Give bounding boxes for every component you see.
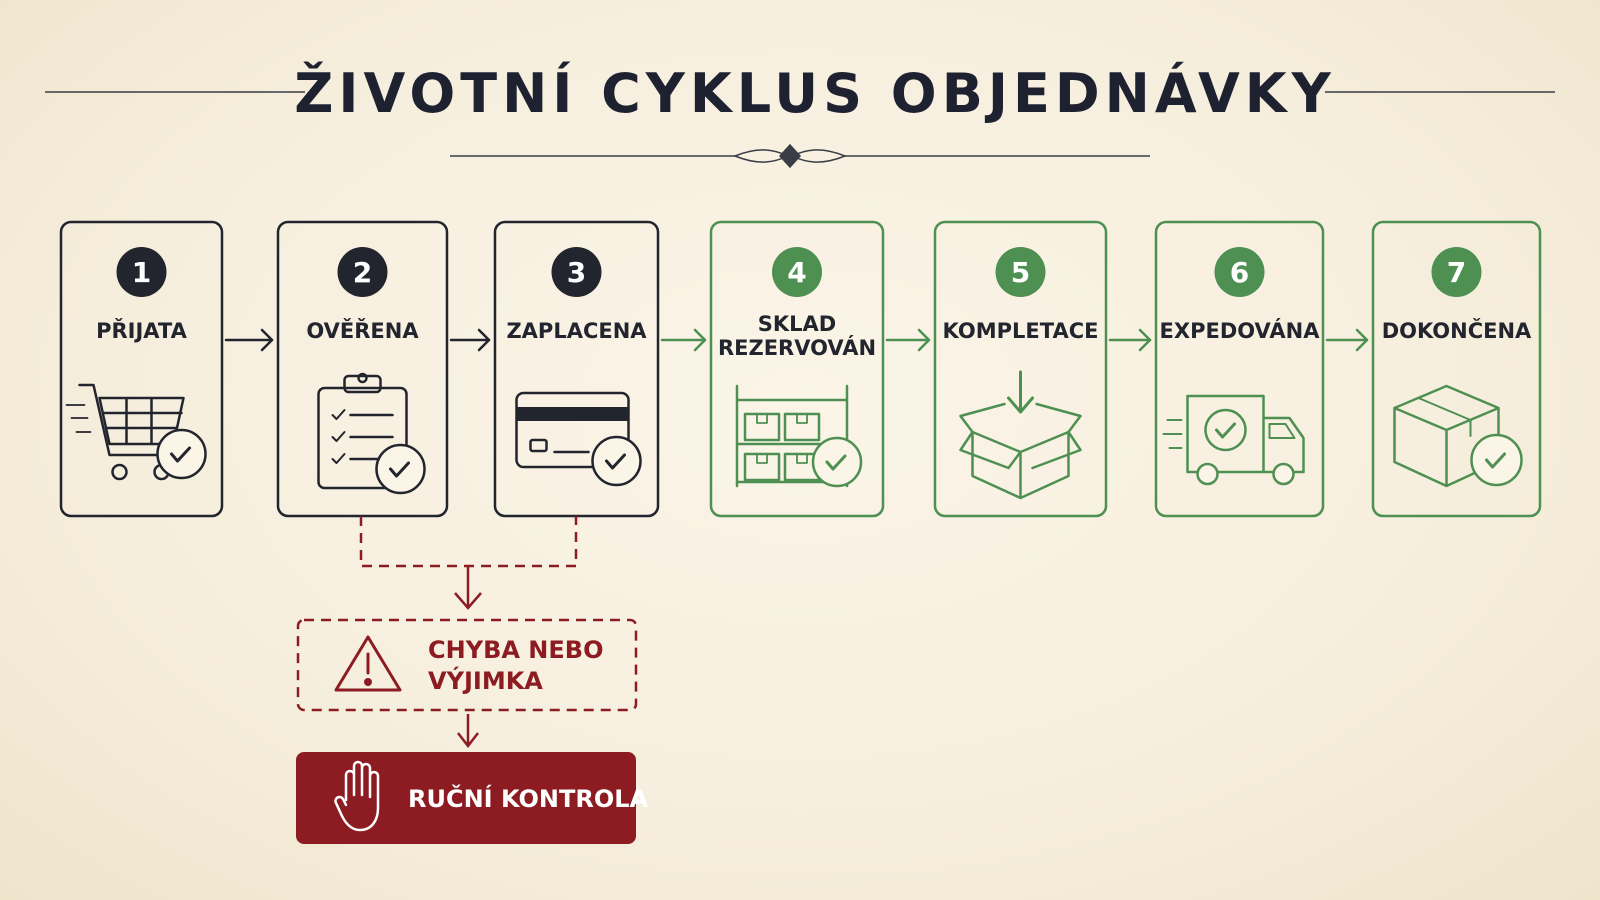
- step-card-frame: [1154, 220, 1325, 518]
- step-number-badge: [1431, 247, 1482, 297]
- warehouse-shelf-check-icon: [735, 384, 863, 488]
- title-ornament: [450, 143, 1150, 169]
- hand-stop-icon: [334, 760, 380, 832]
- exception-box: CHYBA NEBO VÝJIMKA: [296, 618, 638, 712]
- step-label: KOMPLETACE: [943, 319, 1099, 343]
- page-title: ŽIVOTNÍ CYKLUS OBJEDNÁVKY: [294, 62, 1335, 125]
- exception-label-line-2: VÝJIMKA: [428, 665, 543, 695]
- step-card-frame: [276, 220, 449, 518]
- step-label: EXPEDOVÁNA: [1160, 318, 1321, 343]
- warning-triangle-icon: [334, 635, 402, 692]
- exception-label-line-1: CHYBA NEBO: [428, 636, 603, 664]
- step-number-badge: [551, 247, 602, 297]
- exception-connector: [359, 516, 578, 610]
- step-number: 6: [1230, 256, 1249, 289]
- step-label: SKLAD: [758, 312, 836, 336]
- delivery-truck-check-icon: [1162, 394, 1305, 486]
- flow-arrow: [224, 328, 274, 352]
- step-number-badge: [772, 247, 822, 297]
- flow-arrow: [1108, 328, 1152, 352]
- step-card-frame: [1371, 220, 1542, 518]
- step-number: 5: [1011, 256, 1030, 289]
- step-number-badge: [995, 247, 1046, 297]
- step-number-badge: [1214, 247, 1265, 297]
- step-label: OVĚŘENA: [306, 318, 419, 343]
- flow-arrow: [885, 328, 931, 352]
- closed-box-check-icon: [1393, 384, 1523, 488]
- step-card-frame: [59, 220, 224, 518]
- step-card-frame: [933, 220, 1108, 518]
- step-number: 7: [1447, 256, 1466, 289]
- step-label: ZAPLACENA: [506, 319, 647, 343]
- flow-arrow: [660, 328, 707, 352]
- step-label: REZERVOVÁN: [718, 335, 876, 360]
- manual-review-box: RUČNÍ KONTROLA: [296, 752, 649, 844]
- header: ŽIVOTNÍ CYKLUS OBJEDNÁVKY: [45, 62, 1555, 169]
- step-number-badge: [337, 247, 388, 297]
- exception-label: CHYBA NEBO VÝJIMKA: [428, 636, 612, 695]
- open-box-arrow-icon: [959, 370, 1082, 500]
- step-number-badge: [116, 247, 167, 297]
- flow-arrow: [1325, 328, 1369, 352]
- step-card-frame: [709, 220, 885, 518]
- clipboard-checklist-icon: [317, 372, 426, 495]
- step-number: 4: [787, 256, 806, 289]
- step-number: 3: [567, 256, 586, 289]
- flow-arrow: [449, 328, 491, 352]
- step-number: 2: [353, 256, 372, 289]
- manual-review-label: RUČNÍ KONTROLA: [408, 783, 649, 813]
- step-label: PŘIJATA: [96, 318, 188, 343]
- step-number: 1: [132, 256, 151, 289]
- manual-review-arrow: [457, 714, 479, 749]
- step-label: DOKONČENA: [1382, 318, 1532, 343]
- arrows-layer: [224, 328, 1369, 352]
- shopping-cart-check-icon: [65, 383, 207, 481]
- credit-card-check-icon: [515, 391, 642, 487]
